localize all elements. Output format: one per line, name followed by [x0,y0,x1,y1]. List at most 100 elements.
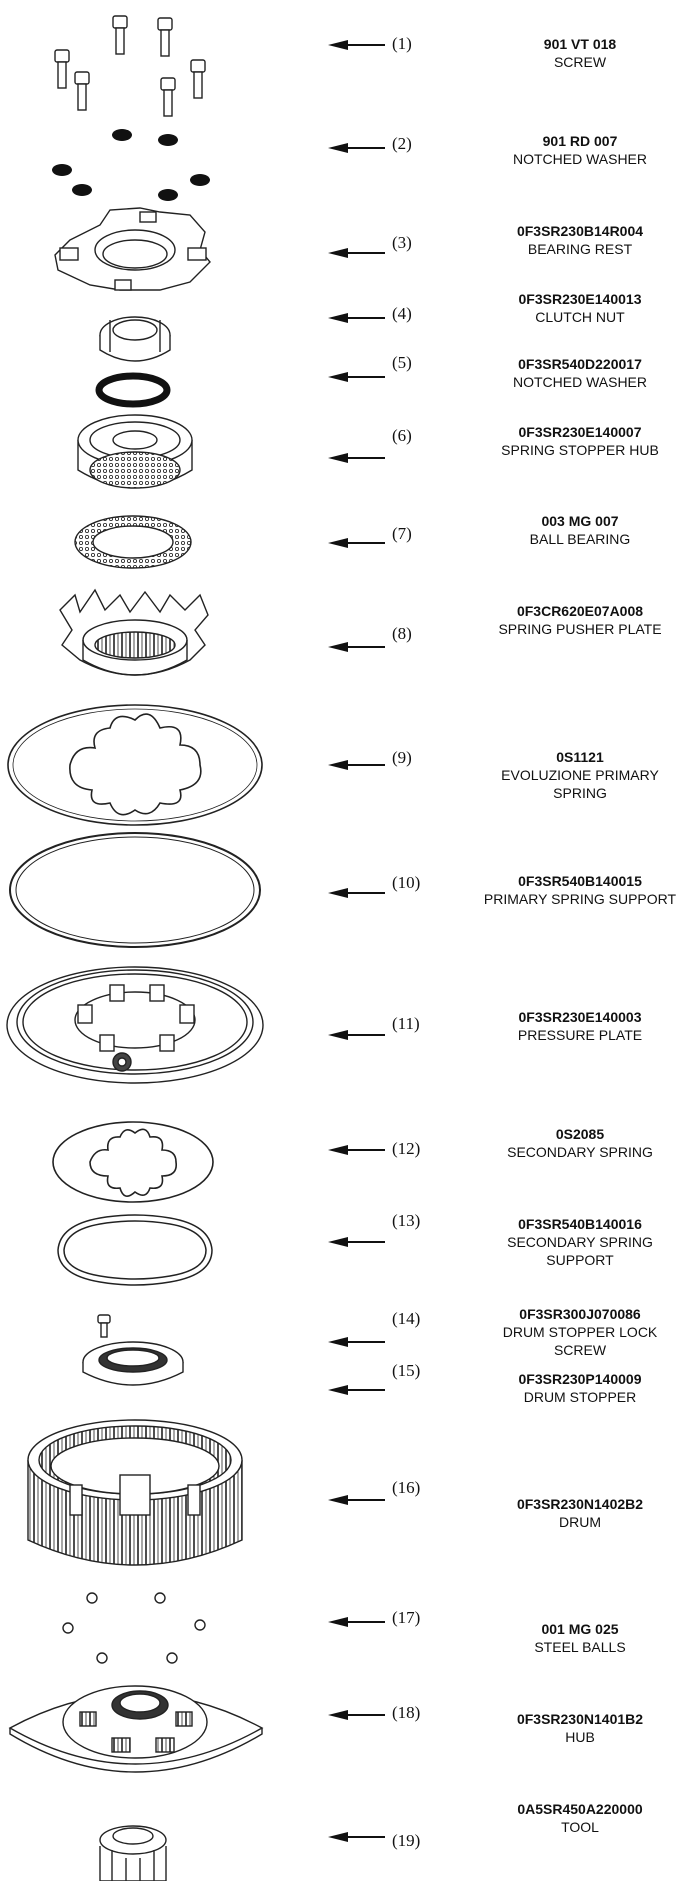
arrow-8 [328,642,385,652]
part-number: (7) [392,524,412,543]
arrow-1 [328,40,385,50]
part-name: PRIMARY SPRING SUPPORT [483,891,677,907]
part-code: 0F3SR230E140003 [518,1009,642,1025]
part-number: (6) [392,426,412,445]
arrow-12 [328,1145,385,1155]
arrow-11 [328,1030,385,1040]
tool-drawing [99,1825,167,1881]
part-code: 0F3SR230B14R004 [516,223,644,239]
part-code: 0S1121 [556,749,604,765]
part-name: PRESSURE PLATE [517,1027,643,1043]
part-name: DRUM STOPPER [523,1389,637,1405]
part-name: NOTCHED WASHER [512,151,648,167]
arrow-7 [328,538,385,548]
part-number: (2) [392,134,412,153]
part-number: (15) [392,1361,421,1380]
drum-stopper-drawing [82,1341,184,1386]
part-code: 0F3SR230N1401B2 [516,1711,644,1727]
arrow-10 [328,888,385,898]
part-code: 001 MG 025 [541,1621,619,1637]
part-code: 0F3SR540B140015 [518,873,642,889]
part-name: SECONDARY SPRING SUPPORT [507,1234,653,1268]
arrow-6 [328,453,385,463]
arrow-13 [328,1237,385,1247]
part-name: DRUM [559,1514,601,1530]
part-number: (11) [392,1014,420,1033]
part-name: SPRING STOPPER HUB [501,442,659,458]
clutch-nut-drawing [99,316,171,362]
part-name: SPRING PUSHER PLATE [498,621,662,637]
part-number: (4) [392,304,412,323]
part-number: (12) [392,1139,421,1158]
part-number: (18) [392,1703,421,1722]
part-code: 0F3SR540B140016 [518,1216,642,1232]
ball-bearing-drawing [74,515,192,569]
part-code: 0F3SR540D220017 [518,356,642,372]
part-name: CLUTCH NUT [535,309,625,325]
pointer-arrows [328,40,385,1842]
spring-pusher-plate-drawing [59,588,209,676]
secondary-spring-support-drawing [57,1214,213,1286]
part-code: 0F3CR620E07A008 [516,603,644,619]
arrow-18 [328,1710,385,1720]
arrow-3 [328,248,385,258]
part-number: (17) [392,1608,421,1627]
part-code: 0F3SR230P140009 [518,1371,642,1387]
drum-drawing [27,1419,243,1566]
part-name: TOOL [561,1819,599,1835]
part-code: 0F3SR230E140013 [518,291,642,307]
pressure-plate-drawing [6,966,264,1084]
arrow-19 [328,1832,385,1842]
notched-washer-drawing [52,129,210,201]
part-name: SCREW [553,54,607,70]
part-name: BALL BEARING [529,531,631,547]
part-code: 0A5SR450A220000 [517,1801,643,1817]
arrow-17 [328,1617,385,1627]
arrow-16 [328,1495,385,1505]
secondary-spring-drawing [52,1121,214,1203]
part-number: (14) [392,1309,421,1328]
notched-washer-ring-drawing [95,372,171,408]
part-name: SECONDARY SPRING [507,1144,653,1160]
screw-drawing [54,15,206,117]
part-code: 0F3SR300J070086 [519,1306,641,1322]
hub-drawing [8,1685,264,1773]
part-name: EVOLUZIONE PRIMARY SPRING [501,767,659,801]
part-name: BEARING REST [527,241,633,257]
part-number: (8) [392,624,412,643]
part-name: DRUM STOPPER LOCK SCREW [502,1324,658,1358]
part-number: (3) [392,233,412,252]
steel-balls-drawing [62,1592,206,1664]
part-code: 0F3SR230N1402B2 [516,1496,644,1512]
part-number: (16) [392,1478,421,1497]
part-number: (19) [392,1831,421,1850]
arrow-5 [328,372,385,382]
drum-stopper-lock-screw-drawing [97,1314,111,1338]
part-code: 003 MG 007 [541,513,619,529]
spring-stopper-hub-drawing [77,414,193,489]
part-number: (10) [392,873,421,892]
part-name: HUB [565,1729,595,1745]
arrow-15 [328,1385,385,1395]
part-number: (5) [392,353,412,372]
part-code: 901 RD 007 [542,133,618,149]
